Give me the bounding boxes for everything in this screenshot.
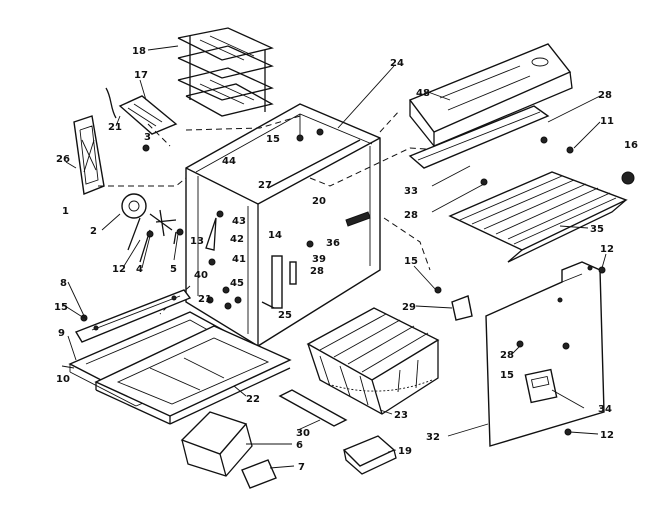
label-33: 33 [404, 186, 418, 197]
wire-shelf [448, 171, 628, 263]
small-block [241, 459, 277, 489]
label-13: 13 [190, 236, 204, 247]
label-28-mid: 28 [310, 266, 324, 277]
label-42: 42 [230, 234, 244, 245]
label-39: 39 [312, 254, 326, 265]
label-4: 4 [136, 264, 143, 275]
label-1: 1 [62, 206, 69, 217]
label-43: 43 [232, 216, 246, 227]
label-45: 45 [230, 278, 244, 289]
small-tray [342, 435, 397, 475]
storage-bin [180, 411, 253, 477]
drip-pan [94, 325, 292, 425]
leader-lines [61, 45, 607, 469]
assembly-guides [98, 109, 441, 371]
label-41: 41 [232, 254, 246, 265]
label-8: 8 [60, 278, 67, 289]
part-number-labels: 18 17 21 3 26 1 2 12 4 5 8 15 9 10 24 15… [54, 46, 638, 473]
label-5: 5 [170, 264, 177, 275]
label-12-left: 12 [112, 264, 126, 275]
label-36: 36 [326, 238, 340, 249]
fan-motor [121, 193, 177, 263]
label-11: 11 [600, 116, 614, 127]
control-knob [621, 171, 635, 185]
label-12-bottom: 12 [600, 430, 614, 441]
upper-rack [177, 27, 274, 117]
hinge [451, 295, 473, 321]
label-17: 17 [134, 70, 148, 81]
label-20: 20 [312, 196, 326, 207]
label-14: 14 [268, 230, 282, 241]
label-15-right: 15 [404, 256, 418, 267]
label-15-left: 15 [54, 302, 68, 313]
label-34: 34 [598, 404, 612, 415]
label-26: 26 [56, 154, 70, 165]
rear-panel [485, 261, 605, 447]
rail-strip [278, 389, 348, 427]
label-24: 24 [390, 58, 404, 69]
side-panel [73, 115, 105, 195]
label-35: 35 [590, 224, 604, 235]
label-30: 30 [296, 428, 310, 439]
label-10: 10 [56, 374, 70, 385]
label-40: 40 [194, 270, 208, 281]
label-19: 19 [398, 446, 412, 457]
label-28-upper: 28 [598, 90, 612, 101]
label-3: 3 [144, 132, 151, 143]
label-28-right: 28 [404, 210, 418, 221]
crisper-basket [306, 307, 440, 415]
drain-trough [408, 105, 550, 169]
label-7: 7 [298, 462, 305, 473]
label-28-lower: 28 [500, 350, 514, 361]
label-22: 22 [246, 394, 260, 405]
label-15-lower: 15 [500, 370, 514, 381]
label-27: 27 [258, 180, 272, 191]
label-21-lower: 21 [198, 294, 212, 305]
label-15-top: 15 [266, 134, 280, 145]
label-25: 25 [278, 310, 292, 321]
label-16: 16 [624, 140, 638, 151]
label-2: 2 [90, 226, 97, 237]
cabinet-liner [185, 103, 381, 347]
label-18: 18 [132, 46, 146, 57]
front-strip [74, 289, 192, 343]
label-21: 21 [108, 122, 122, 133]
label-6: 6 [296, 440, 303, 451]
label-12-right: 12 [600, 244, 614, 255]
label-32: 32 [426, 432, 440, 443]
label-23: 23 [394, 410, 408, 421]
label-29: 29 [402, 302, 416, 313]
label-48: 48 [416, 88, 430, 99]
label-9: 9 [58, 328, 65, 339]
fan-bracket [105, 87, 178, 135]
label-44: 44 [222, 156, 236, 167]
